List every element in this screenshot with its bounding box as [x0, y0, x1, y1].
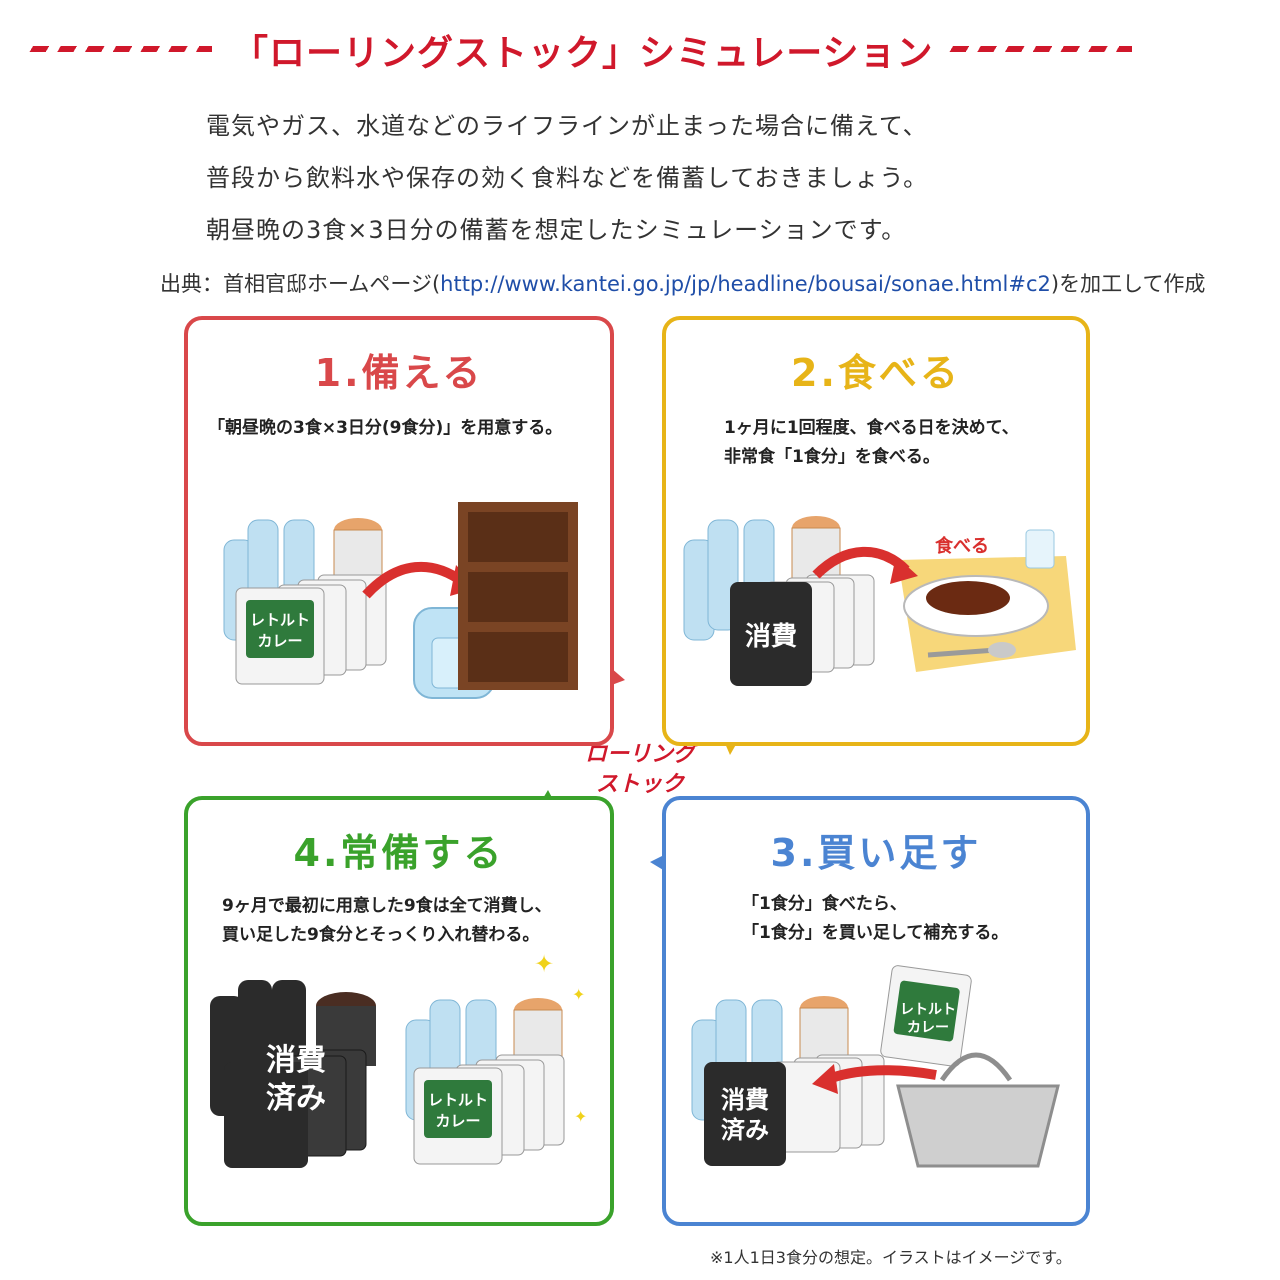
- step-2-title: 2.食べる: [791, 351, 961, 395]
- shelf-icon: [458, 502, 578, 690]
- source-prefix: 出典：首相官邸ホームページ(: [160, 272, 441, 296]
- sparkle-icon: ✦: [534, 950, 554, 978]
- step-4-description-line-2: 買い足した9食分とそっくり入れ替わる。: [222, 925, 540, 945]
- step-3-panel: 3.買い足す 「1食分」食べたら、 「1食分」を買い足して補充する。 消費 済み…: [662, 796, 1090, 1226]
- step-2-description-line-2: 非常食「1食分」を食べる。: [724, 447, 940, 467]
- source-url-link[interactable]: http://www.kantei.go.jp/jp/headline/bous…: [440, 272, 1051, 296]
- consumed-badge-line-1: 消費: [266, 1043, 326, 1078]
- step-3-illustration: 消費 済み レトルト カレー: [691, 965, 1060, 1168]
- source-suffix: )を加工して作成: [1050, 272, 1206, 296]
- step-4-description: 9ヶ月で最初に用意した9食は全て消費し、 買い足した9食分とそっくり入れ替わる。: [222, 892, 552, 950]
- sparkle-icon-small: ✦: [572, 985, 585, 1004]
- step-4-illustration: 消費 済み レトルト カレー ✦ ✦ ✦: [210, 950, 587, 1168]
- step-3-description-line-1: 「1食分」食べたら、: [742, 894, 907, 914]
- intro-line-2: 普段から飲料水や保存の効く食料などを備蓄しておきましょう。: [206, 164, 929, 192]
- step-3-title: 3.買い足す: [770, 831, 982, 875]
- spoon-icon: [927, 647, 997, 658]
- consumed-badge-line-2: 済み: [266, 1081, 326, 1116]
- source-credit: 出典：首相官邸ホームページ(http://www.kantei.go.jp/jp…: [160, 268, 1205, 298]
- rolling-stock-label-line-1: ローリング: [584, 742, 695, 767]
- header: 「ローリングストック」シミュレーション: [0, 18, 1280, 78]
- pack-label-line-2: カレー: [257, 632, 302, 650]
- step-3-description: 「1食分」食べたら、 「1食分」を買い足して補充する。: [742, 890, 1008, 948]
- eat-label: 食べる: [934, 535, 989, 557]
- step-4-panel: 4.常備する 9ヶ月で最初に用意した9食は全て消費し、 買い足した9食分とそっく…: [184, 796, 614, 1226]
- cans-icon: [791, 516, 841, 579]
- step-3-description-line-2: 「1食分」を買い足して補充する。: [742, 923, 1009, 943]
- decorative-dash-left: [26, 46, 212, 52]
- footnote: ※1人1日3食分の想定。イラストはイメージです。: [710, 1248, 1072, 1267]
- step-4-title: 4.常備する: [293, 831, 505, 875]
- cans-icon: [333, 518, 383, 581]
- step-2-panel: 2.食べる 1ヶ月に1回程度、食べる日を決めて、 非常食「1食分」を食べる。 消…: [662, 316, 1090, 746]
- consumed-stock-icon: [210, 980, 376, 1168]
- consumed-badge-line-1: 消費: [721, 1086, 769, 1114]
- cans-icon: [799, 996, 849, 1059]
- pack-label-line-1: レトルト: [250, 611, 310, 629]
- curry-plate-icon: [903, 575, 1049, 637]
- step-1-description: 「朝昼晩の3食×3日分(9食分)」を用意する。: [208, 414, 562, 443]
- new-pouch-icon: [880, 965, 972, 1067]
- consumed-badge-line-2: 済み: [721, 1116, 769, 1144]
- shopping-basket-icon: [896, 1052, 1060, 1168]
- rolling-stock-label-line-2: ストック: [595, 772, 684, 797]
- consumed-pouch-icon: [730, 582, 812, 686]
- decorative-dash-right: [946, 46, 1132, 52]
- move-arrow-head-icon: [812, 1064, 838, 1094]
- consumed-badge: 消費: [745, 622, 797, 652]
- move-arrow-icon: [362, 561, 466, 599]
- water-glass-icon: [1025, 529, 1055, 569]
- step-1-description-line-1: 「朝昼晩の3食×3日分(9食分)」を用意する。: [208, 418, 563, 438]
- consumed-pouch-icon: [704, 1062, 786, 1166]
- move-arrow-head-icon: [890, 556, 918, 584]
- intro-line-1: 電気やガス、水道などのライフラインが止まった場合に備えて、: [206, 112, 928, 140]
- sparkle-icon-small-2: ✦: [574, 1107, 587, 1126]
- step-2-description: 1ヶ月に1回程度、食べる日を決めて、 非常食「1食分」を食べる。: [724, 414, 1019, 472]
- page-title: 「ローリングストック」シミュレーション: [232, 33, 934, 74]
- pack-label-line-2: カレー: [907, 1020, 949, 1036]
- pack-label-line-1: レトルト: [900, 1002, 956, 1018]
- rolling-stock-label: ローリング ストック: [570, 740, 710, 800]
- intro-line-3: 朝昼晩の3食×3日分の備蓄を想定したシミュレーションです。: [206, 216, 907, 244]
- step-1-illustration: レトルト カレー: [223, 502, 578, 699]
- step-2-illustration: 消費 食べる: [683, 516, 1076, 686]
- step-4-description-line-1: 9ヶ月で最初に用意した9食は全て消費し、: [222, 896, 552, 916]
- move-arrow-icon: [824, 1065, 937, 1085]
- step-1-panel: 1.備える 「朝昼晩の3食×3日分(9食分)」を用意する。 レトルト カレー: [184, 316, 614, 746]
- retort-pouches-icon: [413, 1054, 565, 1165]
- pack-label-line-1: レトルト: [428, 1091, 488, 1109]
- pack-label-line-2: カレー: [435, 1112, 480, 1130]
- step-1-title: 1.備える: [314, 351, 484, 395]
- intro-text: 電気やガス、水道などのライフラインが止まった場合に備えて、 普段から飲料水や保存…: [206, 100, 1206, 256]
- cans-icon: [513, 998, 563, 1061]
- step-2-description-line-1: 1ヶ月に1回程度、食べる日を決めて、: [724, 418, 1019, 438]
